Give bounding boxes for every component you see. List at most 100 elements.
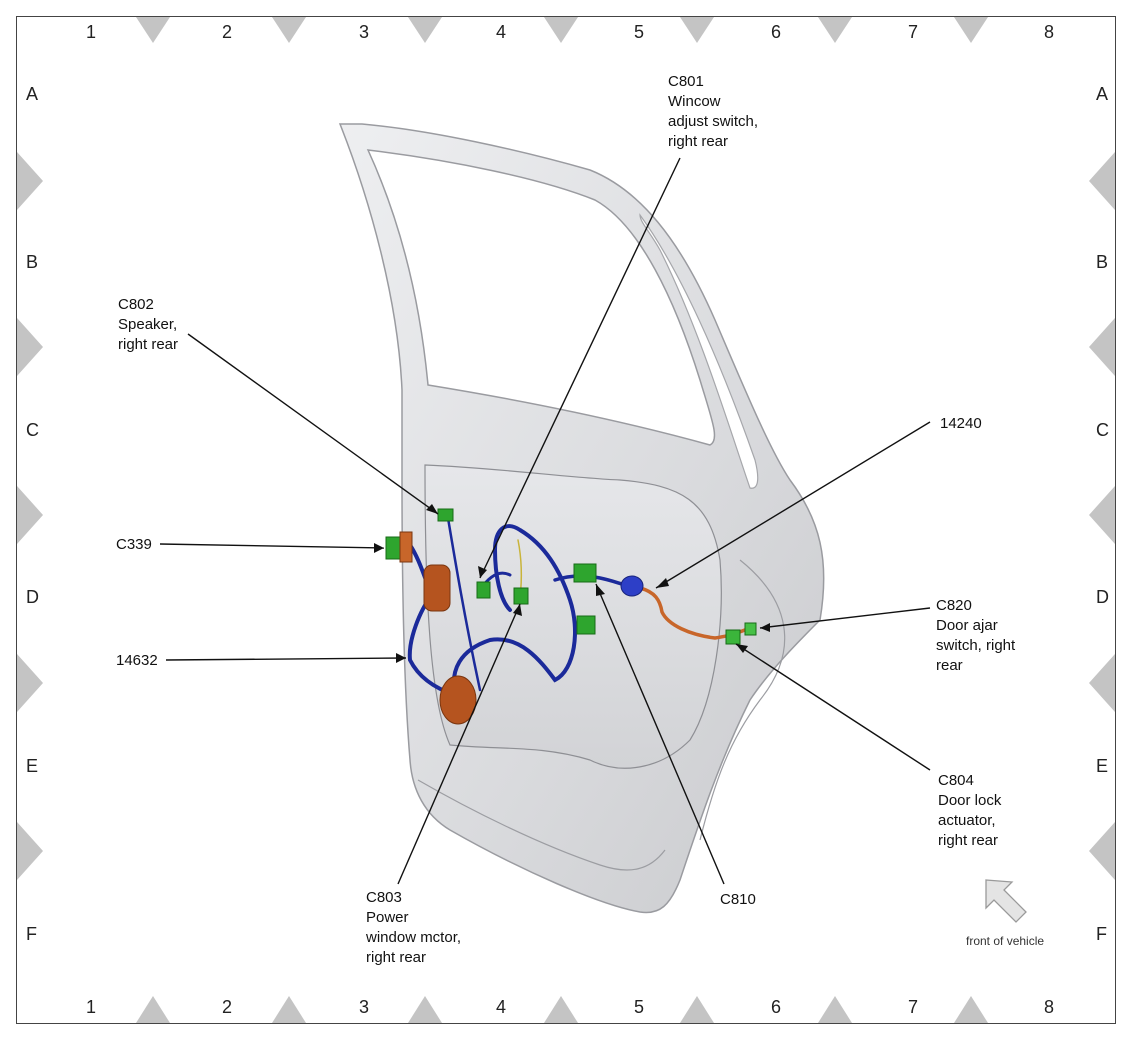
window-opening — [366, 149, 716, 446]
grid-col-label: 2 — [222, 22, 232, 42]
connector-c802 — [437, 508, 454, 522]
harness-blue-main — [407, 543, 457, 697]
grid-col-label: 2 — [222, 997, 232, 1017]
callout-c810-line: C810 — [720, 891, 756, 908]
grid-marker-top — [818, 17, 852, 43]
callout-c804: C804 Door lock actuator, right rear — [938, 772, 1002, 849]
callout-c802-line: right rear — [118, 336, 178, 353]
callout-c801-line: adjust switch, — [668, 113, 758, 130]
leader-lines — [159, 157, 931, 885]
grid-col-label: 7 — [908, 22, 918, 42]
callout-c802: C802 Speaker, right rear — [118, 296, 178, 353]
grid-marker-right — [1089, 822, 1115, 880]
leader-c801 — [479, 157, 681, 579]
callout-c339: C339 — [116, 536, 152, 553]
grid-row-label: B — [26, 252, 38, 272]
grid-marker-top — [680, 17, 714, 43]
arrowhead — [596, 584, 605, 596]
grid-col-label: 4 — [496, 997, 506, 1017]
harness-blue-loop — [451, 524, 577, 697]
grid-marker-bottom — [408, 996, 442, 1023]
grid-column-labels-top: 1 2 3 4 5 6 7 8 — [86, 22, 1054, 42]
callout-14240: 14240 — [940, 415, 982, 432]
grid-marker-bottom — [136, 996, 170, 1023]
grid-row-label: E — [26, 756, 38, 776]
connector-c339-boot — [399, 531, 413, 563]
door-rear-edge — [699, 559, 786, 841]
callout-c801-line: right rear — [668, 133, 728, 150]
callout-c803-line: right rear — [366, 949, 426, 966]
grid-marker-top — [544, 17, 578, 43]
grid-col-label: 1 — [86, 22, 96, 42]
grid-marker-left — [17, 822, 43, 880]
grid-marker-right — [1089, 654, 1115, 712]
grid-markers — [17, 17, 1115, 1023]
grid-marker-bottom — [818, 996, 852, 1023]
grid-col-label: 5 — [634, 997, 644, 1017]
grid-marker-bottom — [272, 996, 306, 1023]
callout-c803-line: window mctor, — [365, 929, 461, 946]
arrowhead — [396, 653, 406, 663]
callout-c803-line: C803 — [366, 889, 402, 906]
window-motor — [439, 675, 477, 725]
callout-c801: C801 Wincow adjust switch, right rear — [668, 73, 758, 150]
callout-c820-line: C820 — [936, 597, 972, 614]
callout-c801-line: C801 — [668, 73, 704, 90]
grid-marker-left — [17, 318, 43, 376]
orientation-indicator: front of vehicle — [966, 879, 1044, 948]
harness-blue-right-branch — [553, 574, 627, 587]
arrowhead — [656, 578, 669, 588]
leader-c810 — [595, 583, 725, 885]
callout-c801-line: Wincow — [668, 93, 721, 110]
grid-marker-bottom — [954, 996, 988, 1023]
grid-marker-top — [136, 17, 170, 43]
grid-marker-top — [408, 17, 442, 43]
grid-row-label: D — [1096, 587, 1109, 607]
grid-row-label: F — [26, 924, 37, 944]
grid-col-label: 6 — [771, 22, 781, 42]
connector-c810-lower — [576, 615, 596, 635]
leader-arrowheads — [374, 504, 770, 663]
callout-c804-line: actuator, — [938, 812, 996, 829]
connector-c803 — [513, 587, 529, 605]
callout-14632: 14632 — [116, 652, 158, 669]
arrowhead — [426, 504, 438, 514]
leader-14240 — [655, 421, 931, 589]
arrowhead — [760, 623, 770, 632]
connector-c820 — [744, 622, 757, 636]
grid-row-labels-left: A B C D E F — [26, 84, 39, 944]
grid-marker-left — [17, 486, 43, 544]
callout-c804-line: Door lock — [938, 792, 1002, 809]
arrowhead — [736, 644, 748, 653]
grid-col-label: 7 — [908, 997, 918, 1017]
callout-c804-line: C804 — [938, 772, 974, 789]
grid-marker-right — [1089, 152, 1115, 210]
grid-row-label: E — [1096, 756, 1108, 776]
callout-c820: C820 Door ajar switch, right rear — [936, 597, 1016, 674]
callout-c820-line: switch, right — [936, 637, 1016, 654]
grid-col-label: 3 — [359, 997, 369, 1017]
grid-marker-right — [1089, 486, 1115, 544]
grid-marker-top — [954, 17, 988, 43]
grid-marker-top — [272, 17, 306, 43]
motor-housing-upper — [423, 564, 451, 612]
grid-row-labels-right: A B C D E F — [1096, 84, 1109, 944]
leader-14632 — [165, 657, 407, 661]
grid-column-labels-bottom: 1 2 3 4 5 6 7 8 — [86, 997, 1054, 1017]
callout-c810: C810 — [720, 891, 756, 908]
grid-marker-bottom — [544, 996, 578, 1023]
grid-col-label: 5 — [634, 22, 644, 42]
callout-c802-line: Speaker, — [118, 316, 177, 333]
callout-c820-line: rear — [936, 657, 963, 674]
grid-col-label: 3 — [359, 22, 369, 42]
orientation-label: front of vehicle — [966, 934, 1044, 948]
harness-blue-speaker-branch — [446, 516, 482, 692]
callout-c804-line: right rear — [938, 832, 998, 849]
arrowhead — [513, 604, 522, 616]
grid-col-label: 8 — [1044, 997, 1054, 1017]
callout-c339-line: C339 — [116, 536, 152, 553]
connector-c810 — [573, 563, 597, 583]
grid-col-label: 6 — [771, 997, 781, 1017]
callout-14632-line: 14632 — [116, 652, 158, 669]
